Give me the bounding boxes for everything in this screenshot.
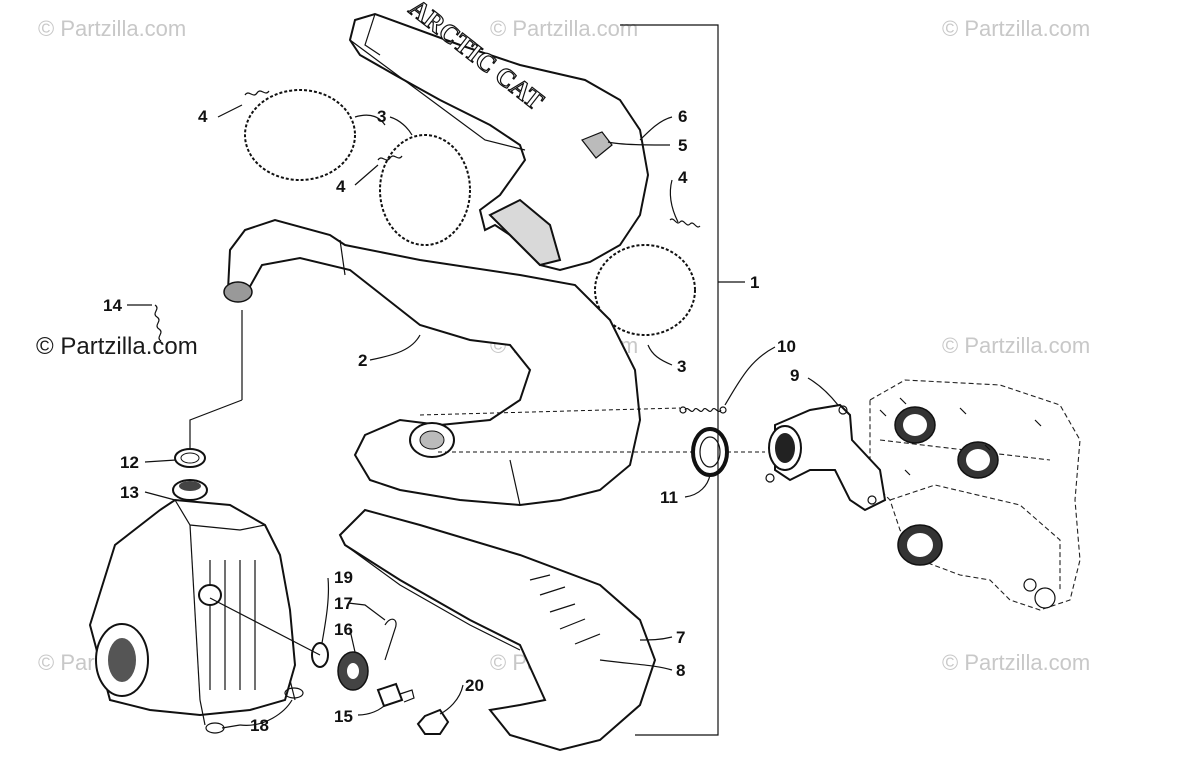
callout-12: 12	[120, 453, 139, 472]
callout-18: 18	[250, 716, 269, 735]
callout-3-top: 3	[377, 107, 386, 126]
spring-top-left	[244, 90, 270, 96]
drain-bolt	[376, 682, 415, 708]
watermark-top-right: © Partzilla.com	[942, 16, 1091, 41]
callout-18-label-19: 19	[334, 568, 353, 587]
callout-1: 1	[750, 273, 759, 292]
callout-6: 6	[678, 107, 687, 126]
callout-4-left: 4	[198, 107, 208, 126]
callout-10: 10	[777, 337, 796, 356]
clamp-ring-right	[594, 244, 696, 336]
callout-4-middle: 4	[336, 177, 346, 196]
rubber-grommet	[337, 651, 369, 691]
muffler-seal	[174, 448, 206, 468]
clamp-ring-middle	[379, 134, 471, 246]
spring-right	[669, 218, 701, 228]
leader-lines	[127, 104, 839, 729]
callout-2: 2	[358, 351, 367, 370]
callout-20: 20	[465, 676, 484, 695]
spring-middle	[377, 155, 403, 161]
callout-17: 17	[334, 594, 353, 613]
callout-8: 8	[676, 661, 685, 680]
lower-heat-shield	[338, 508, 657, 752]
callout-7: 7	[676, 628, 685, 647]
callout-5: 5	[678, 136, 687, 155]
engine-block	[869, 379, 1081, 611]
callout-3-bottom: 3	[677, 357, 686, 376]
watermark-top-center: © Partzilla.com	[490, 16, 639, 41]
callout-14: 14	[103, 296, 122, 315]
callout-15: 15	[334, 707, 353, 726]
clamp-ring-left	[244, 89, 356, 181]
nut	[416, 708, 450, 735]
alignment-line-1	[419, 407, 681, 416]
exhaust-manifold	[765, 403, 887, 512]
callout-4-right: 4	[678, 168, 688, 187]
muffler-spring	[154, 304, 162, 342]
callout-11: 11	[660, 488, 678, 507]
muffler	[88, 479, 297, 726]
manifold-spring	[679, 406, 727, 414]
exhaust-gasket	[691, 427, 729, 477]
callout-16: 16	[334, 620, 353, 639]
cotter-pin	[384, 618, 397, 661]
watermark-main: © Partzilla.com	[36, 333, 198, 360]
callout-labels: 1 2 3 3 4 4 4 5 6 7 8 9 10 11 12 13 14 1…	[103, 107, 799, 735]
callout-13: 13	[120, 483, 139, 502]
assembly-bracket	[620, 24, 719, 736]
watermark-mid-right: © Partzilla.com	[942, 333, 1091, 358]
shield-decal	[581, 131, 613, 159]
callout-9: 9	[790, 366, 799, 385]
watermark-bottom-right: © Partzilla.com	[942, 650, 1091, 675]
watermark-top-left: © Partzilla.com	[38, 16, 187, 41]
expansion-chamber	[223, 218, 642, 507]
